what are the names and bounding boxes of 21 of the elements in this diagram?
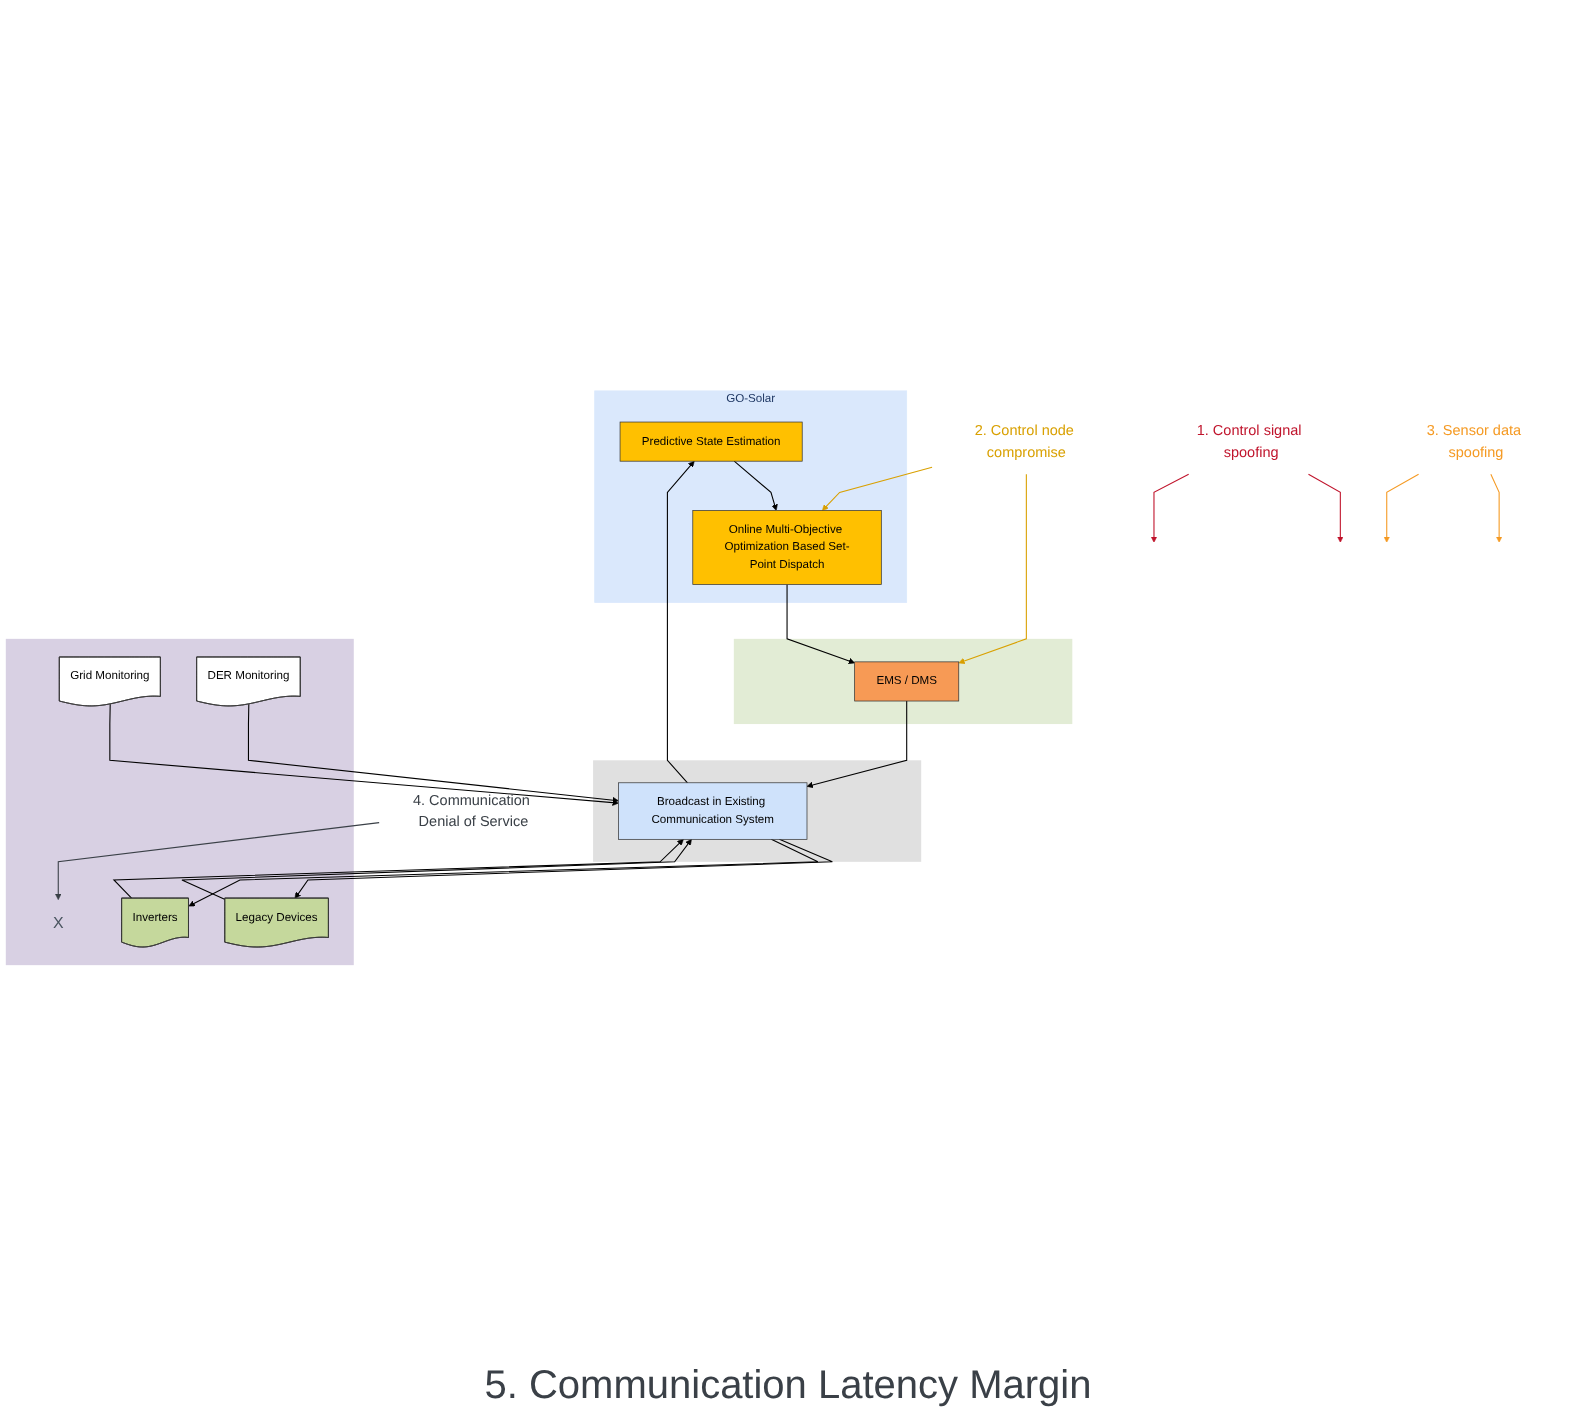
arrow — [666, 460, 695, 784]
arrow — [806, 700, 908, 788]
arrow — [188, 838, 819, 907]
cluster — [733, 638, 1073, 725]
cluster — [593, 760, 922, 862]
arrow — [1307, 473, 1344, 543]
arrow — [181, 839, 692, 901]
arrow — [247, 703, 619, 804]
cluster — [5, 638, 354, 966]
note-text: 5. Communication Latency Margin — [484, 1364, 1092, 1410]
arrow — [958, 473, 1027, 664]
arrow — [109, 703, 619, 806]
arrow — [1150, 473, 1190, 543]
arrow — [733, 460, 778, 511]
arrow — [112, 839, 684, 899]
arrow — [1490, 473, 1503, 543]
arrow — [294, 838, 833, 899]
arrow — [1383, 473, 1420, 543]
arrow — [822, 466, 933, 511]
arrow — [786, 583, 855, 664]
arrow — [55, 822, 380, 900]
